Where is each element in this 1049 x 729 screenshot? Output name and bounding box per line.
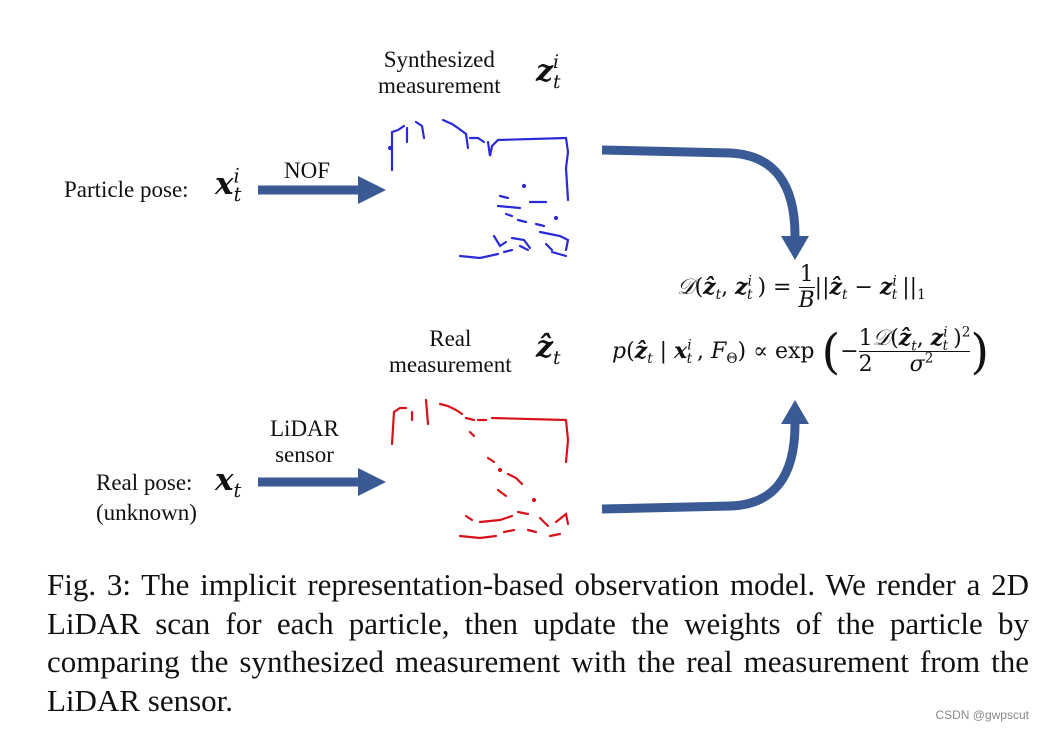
real-to-likelihood-arrow — [601, 400, 809, 514]
synthesized-label-line2: measurement — [378, 73, 501, 98]
real-measurement-label: Real measurement — [389, 326, 512, 378]
real-scan — [390, 398, 570, 540]
real-label-line1: Real — [429, 326, 472, 351]
real-measurement-symbol: ẑt — [536, 330, 561, 369]
synthesized-symbol: zit — [536, 52, 561, 93]
figure-caption: Fig. 3: The implicit representation-base… — [47, 567, 1029, 718]
lidar-label-line2: sensor — [275, 442, 334, 467]
lidar-sensor-label: LiDAR sensor — [270, 416, 339, 468]
lidar-arrow — [258, 468, 386, 496]
real-label-line2: measurement — [389, 352, 512, 377]
unknown-label: (unknown) — [96, 500, 197, 525]
watermark: CSDN @gwpscut — [935, 708, 1029, 722]
synthesized-measurement-label: Synthesized measurement — [378, 47, 501, 99]
particle-pose-label: Particle pose: — [64, 177, 189, 202]
lidar-label-line1: LiDAR — [270, 416, 339, 441]
nof-label: NOF — [284, 158, 331, 183]
nof-arrow — [258, 176, 386, 204]
real-pose-symbol: xt — [215, 462, 242, 503]
synthesized-label-line1: Synthesized — [383, 47, 495, 72]
real-pose-label: Real pose: — [96, 470, 193, 495]
particle-pose-symbol: xit — [215, 164, 242, 207]
synthesized-scan — [387, 118, 570, 260]
synth-to-likelihood-arrow — [601, 145, 809, 260]
